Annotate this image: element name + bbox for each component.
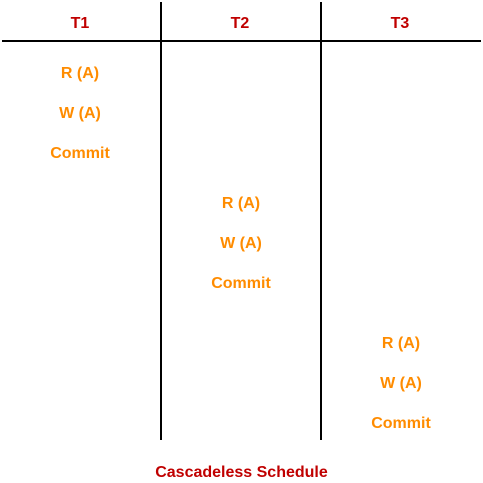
header-divider-line: [2, 40, 481, 42]
t1-commit-operation: Commit: [50, 145, 110, 162]
t2-write-operation: W (A): [220, 235, 262, 252]
t1-write-operation: W (A): [59, 105, 101, 122]
t2-commit-operation: Commit: [211, 275, 271, 292]
column-header-t1: T1: [70, 15, 90, 32]
column-header-t3: T3: [390, 15, 410, 32]
column-divider-t2-t3: [320, 2, 322, 440]
column-divider-t1-t2: [160, 2, 162, 440]
t2-read-operation: R (A): [221, 195, 261, 212]
t1-read-operation: R (A): [60, 65, 100, 82]
column-header-t2: T2: [230, 15, 250, 32]
t3-write-operation: W (A): [380, 375, 422, 392]
t3-read-operation: R (A): [381, 335, 421, 352]
diagram-caption: Cascadeless Schedule: [155, 464, 328, 481]
t3-commit-operation: Commit: [371, 415, 431, 432]
